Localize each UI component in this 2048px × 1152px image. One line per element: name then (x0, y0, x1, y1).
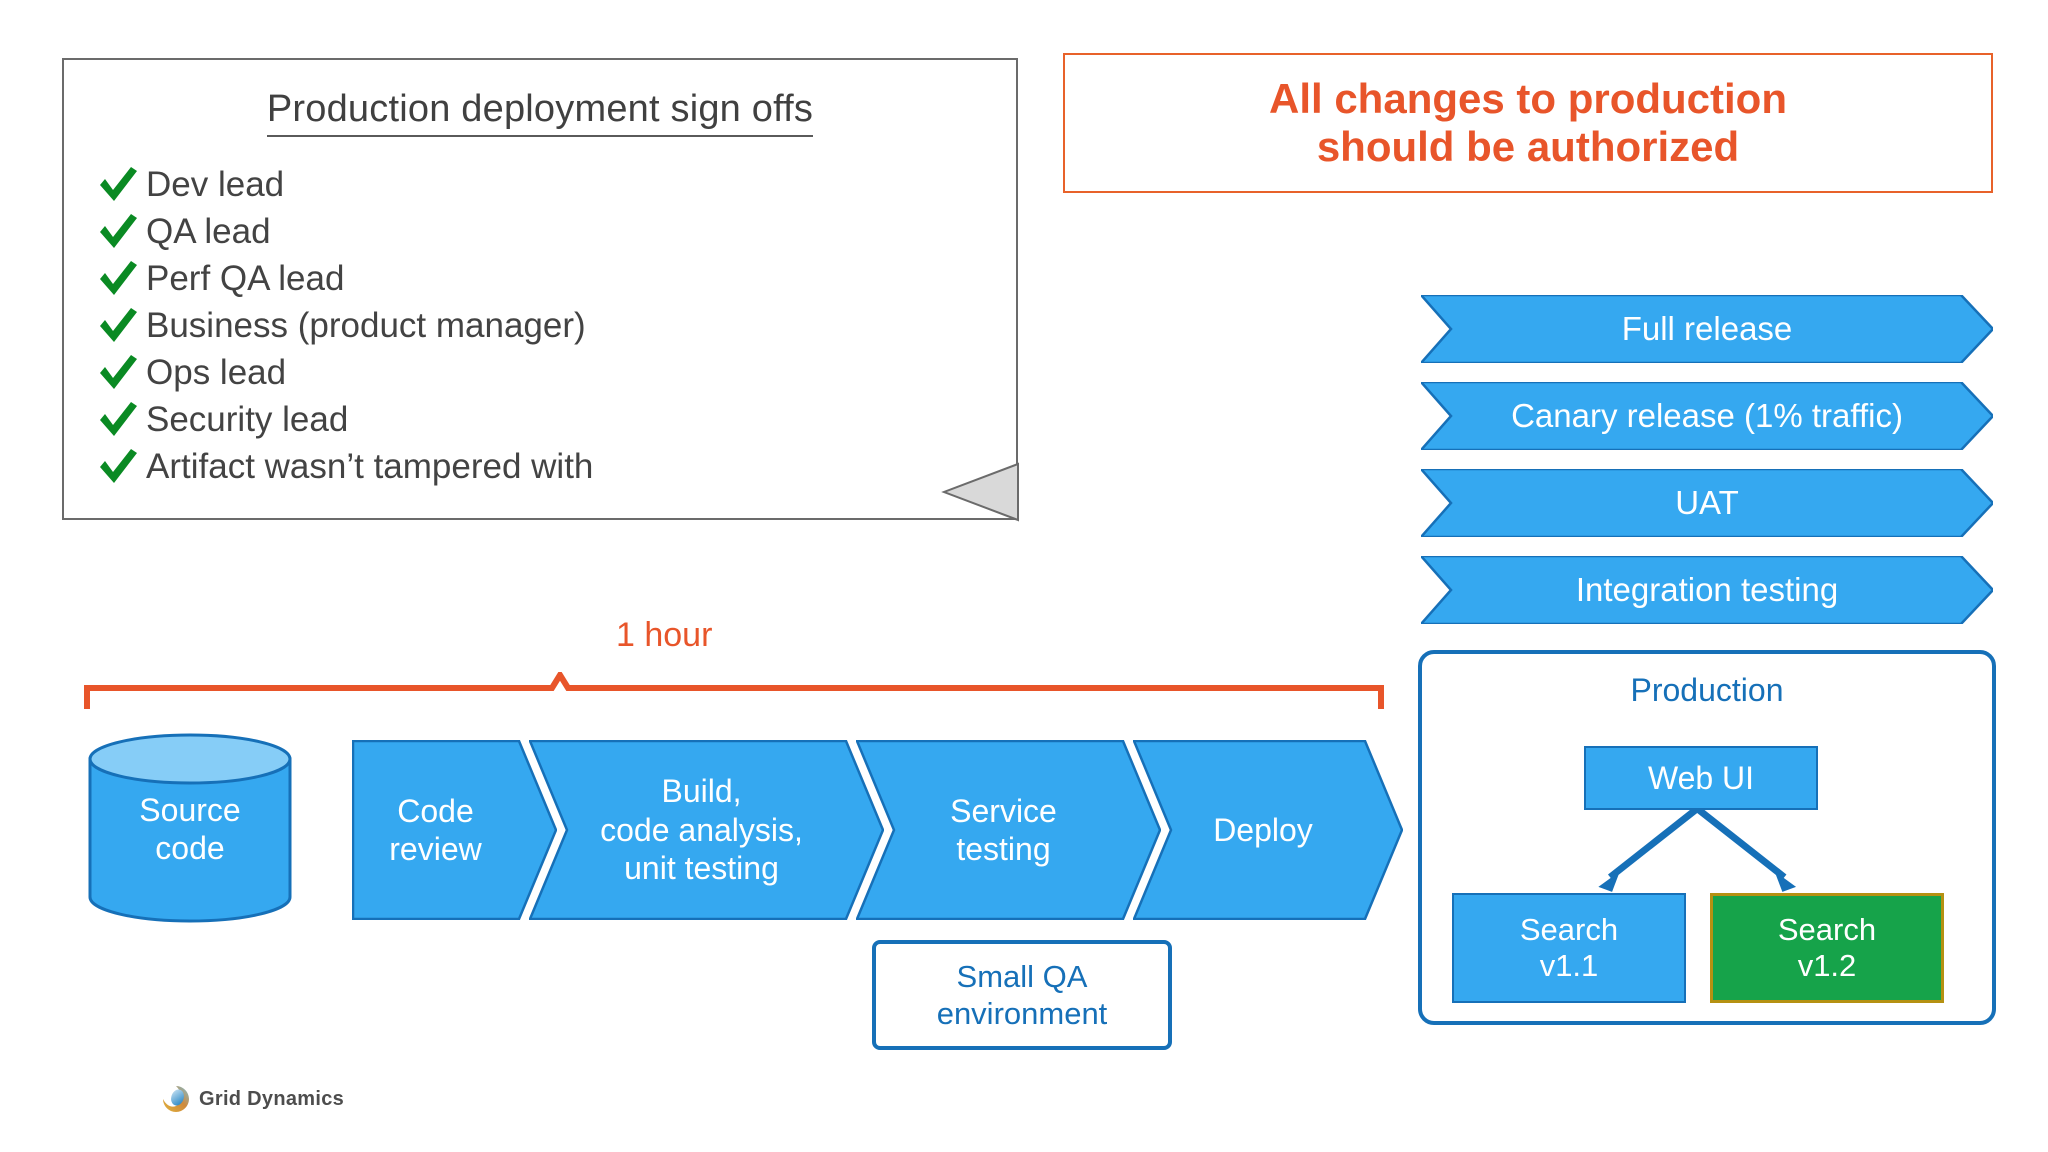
authorization-callout-line1: All changes to production (1268, 74, 1787, 122)
signoff-note-title: Production deployment sign offs (64, 88, 1016, 137)
service-version: v1.1 (1539, 948, 1599, 983)
service-box-search-v1-2[interactable]: Search v1.2 (1710, 893, 1944, 1003)
footer-brand: Grid Dynamics (162, 1085, 344, 1113)
duration-bracket (84, 672, 1384, 709)
release-stage-canary-release[interactable]: Canary release (1% traffic) (1421, 382, 1993, 450)
signoff-item-label: QA lead (146, 211, 271, 251)
green-check-icon (90, 401, 146, 439)
source-code-cylinder[interactable]: Source code (88, 733, 292, 923)
signoff-item-label: Security lead (146, 399, 349, 439)
authorization-callout: All changes to production should be auth… (1063, 53, 1993, 193)
release-stage-label: Canary release (1% traffic) (1511, 397, 1903, 434)
pipeline-stage-code-review[interactable]: Code review (352, 740, 557, 920)
green-check-icon (90, 448, 146, 486)
signoff-item: Artifact wasn’t tampered with (90, 443, 1016, 490)
pipeline-stage-label: Code review (389, 792, 482, 867)
page-fold-icon (941, 462, 1019, 522)
signoff-item: Security lead (90, 396, 1016, 443)
service-name: Search (1519, 911, 1619, 947)
signoff-note-title-text: Production deployment sign offs (266, 88, 814, 137)
duration-label-1-hour: 1 hour (616, 616, 713, 654)
authorization-callout-text: All changes to production should be auth… (1269, 75, 1787, 172)
qa-environment-line2: environment (936, 996, 1108, 1031)
footer-brand-name: Grid Dynamics (199, 1087, 345, 1110)
signoff-item: QA lead (90, 208, 1016, 255)
source-code-line1: Source (139, 792, 241, 828)
release-stage-label: Full release (1621, 310, 1793, 347)
production-title: Production (1630, 672, 1784, 708)
release-stage-integration-testing[interactable]: Integration testing (1421, 556, 1993, 624)
signoff-checklist: Dev lead QA lead Perf QA lead Business (… (90, 161, 1016, 490)
pipeline-stage-label: Service testing (950, 792, 1057, 867)
service-version: v1.2 (1797, 948, 1857, 983)
production-environment-box: Production Web UI Search v1.1 Search v1.… (1418, 650, 1996, 1025)
signoff-item: Ops lead (90, 349, 1016, 396)
signoff-item-label: Dev lead (146, 164, 285, 204)
green-check-icon (90, 213, 146, 251)
release-stage-label: Integration testing (1575, 571, 1839, 608)
service-name: Search (1777, 911, 1877, 947)
pipeline-stage-build-analysis-unit-testing[interactable]: Build, code analysis, unit testing (529, 740, 884, 920)
green-check-icon (90, 354, 146, 392)
service-box-search-v1-1[interactable]: Search v1.1 (1452, 893, 1686, 1003)
green-check-icon (90, 307, 146, 345)
signoff-item-label: Business (product manager) (146, 305, 586, 345)
source-code-line2: code (155, 830, 225, 867)
signoff-item: Business (product manager) (90, 302, 1016, 349)
signoff-item-label: Perf QA lead (146, 258, 345, 298)
green-check-icon (90, 260, 146, 298)
pipeline-stage-label: Build, code analysis, unit testing (600, 773, 803, 887)
signoff-item: Perf QA lead (90, 255, 1016, 302)
authorization-callout-line2: should be authorized (1316, 123, 1740, 170)
service-box-web-ui-label: Web UI (1647, 759, 1755, 796)
green-check-icon (90, 166, 146, 204)
release-stage-label: UAT (1675, 484, 1739, 521)
grid-dynamics-logo-icon (163, 1086, 189, 1112)
pipeline-stage-label: Deploy (1213, 811, 1313, 848)
signoff-item: Dev lead (90, 161, 1016, 208)
signoff-note-card: Production deployment sign offs Dev lead… (62, 58, 1019, 522)
release-stage-full-release[interactable]: Full release (1421, 295, 1993, 363)
release-stage-uat[interactable]: UAT (1421, 469, 1993, 537)
pipeline-stage-service-testing[interactable]: Service testing (856, 740, 1161, 920)
pipeline-stage-deploy[interactable]: Deploy (1133, 740, 1403, 920)
source-code-label: Source code (88, 791, 292, 868)
qa-environment-box: Small QA environment (872, 940, 1172, 1050)
qa-environment-line1: Small QA (956, 958, 1088, 994)
signoff-item-label: Artifact wasn’t tampered with (146, 446, 594, 486)
signoff-item-label: Ops lead (146, 352, 287, 392)
service-box-web-ui[interactable]: Web UI (1584, 746, 1818, 810)
